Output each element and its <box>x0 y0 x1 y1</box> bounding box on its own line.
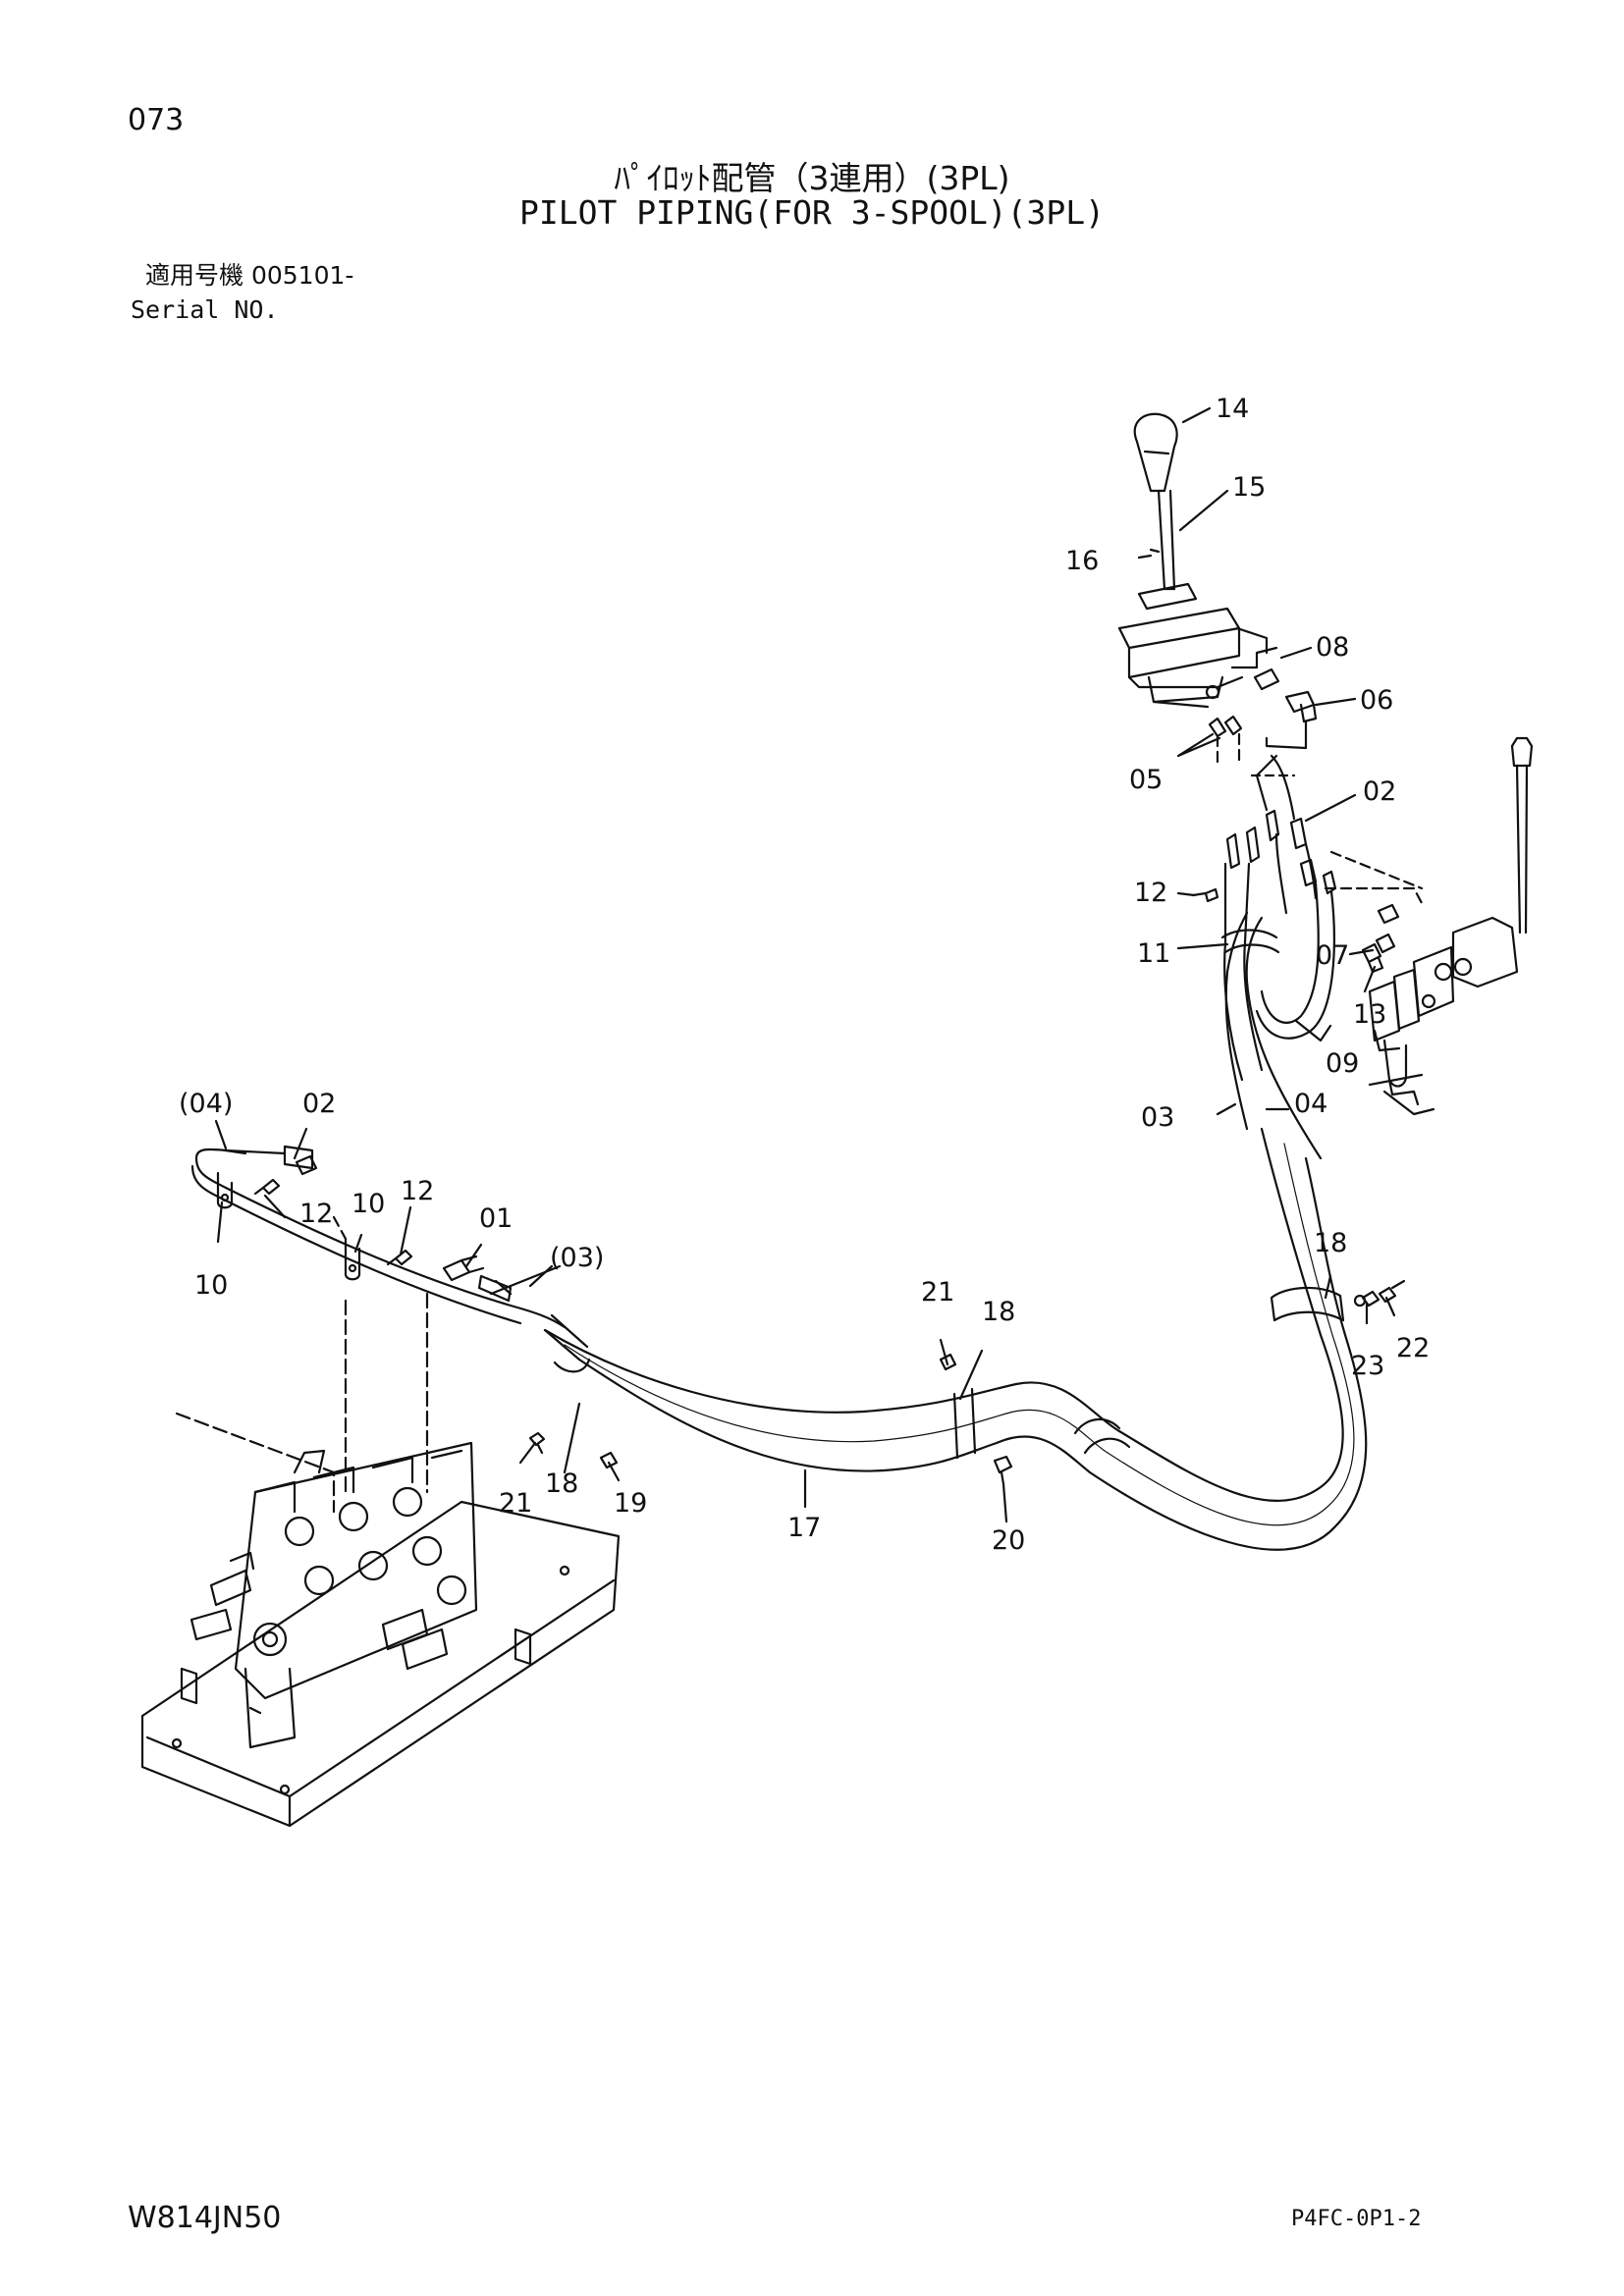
serial-label-japanese: 適用号機 005101- <box>145 261 354 290</box>
band-11 <box>1220 929 1280 954</box>
label-part-21a: 21 <box>921 1277 954 1308</box>
label-part-16: 16 <box>1065 546 1099 576</box>
label-part-14: 14 <box>1216 394 1249 424</box>
sheet-code: P4FC-0P1-2 <box>1291 2207 1422 2231</box>
label-part-09: 09 <box>1326 1048 1359 1079</box>
label-part-13: 13 <box>1353 999 1386 1030</box>
label-part-04b: (04) <box>179 1089 233 1119</box>
label-part-19: 19 <box>614 1488 647 1519</box>
label-part-12b: 12 <box>299 1199 333 1229</box>
label-part-02a: 02 <box>1363 776 1396 807</box>
title-english: PILOT PIPING(FOR 3-SPOOL)(3PL) <box>518 193 1106 232</box>
label-part-01: 01 <box>479 1203 513 1234</box>
label-part-05: 05 <box>1129 765 1163 795</box>
control-valve-block <box>140 1441 621 1828</box>
label-part-11: 11 <box>1137 938 1170 969</box>
label-part-10b: 10 <box>194 1270 228 1301</box>
label-part-06: 06 <box>1360 685 1393 716</box>
label-part-18b: 18 <box>1314 1228 1347 1258</box>
label-part-17: 17 <box>787 1513 821 1543</box>
serial-label-english: Serial NO. <box>131 295 279 324</box>
band-18a <box>543 1313 591 1373</box>
3-spool-lever-valve <box>1324 736 1534 1116</box>
clamp-18b <box>952 1387 977 1460</box>
band-17 <box>1073 1417 1131 1455</box>
label-part-15: 15 <box>1232 472 1266 503</box>
label-part-18c: 18 <box>545 1468 578 1499</box>
label-part-20: 20 <box>992 1525 1025 1556</box>
label-part-02b: 02 <box>302 1089 336 1119</box>
page-number: 073 <box>128 103 185 137</box>
label-part-18a: 18 <box>982 1297 1015 1327</box>
label-part-12a: 12 <box>1134 878 1167 908</box>
label-part-23: 23 <box>1351 1351 1384 1381</box>
label-part-03a: 03 <box>1141 1102 1174 1133</box>
part-labels: 14 15 16 08 06 05 02 12 11 07 13 09 03 0… <box>179 394 1430 1556</box>
hose-bundle-17 <box>543 862 1368 1551</box>
label-part-10a: 10 <box>352 1189 385 1219</box>
label-part-12c: 12 <box>401 1176 434 1206</box>
label-part-08: 08 <box>1316 632 1349 663</box>
label-part-04a: 04 <box>1294 1089 1327 1119</box>
label-part-21b: 21 <box>499 1488 532 1519</box>
title-japanese: ﾊﾟｲﾛｯﾄ配管（3連用）(3PL) <box>614 159 1010 197</box>
label-part-22: 22 <box>1396 1333 1430 1363</box>
drawing-code: W814JN50 <box>128 2201 282 2235</box>
label-part-07: 07 <box>1316 940 1349 971</box>
label-part-03b: (03) <box>550 1243 604 1273</box>
pilot-lever-assembly <box>1117 412 1318 768</box>
